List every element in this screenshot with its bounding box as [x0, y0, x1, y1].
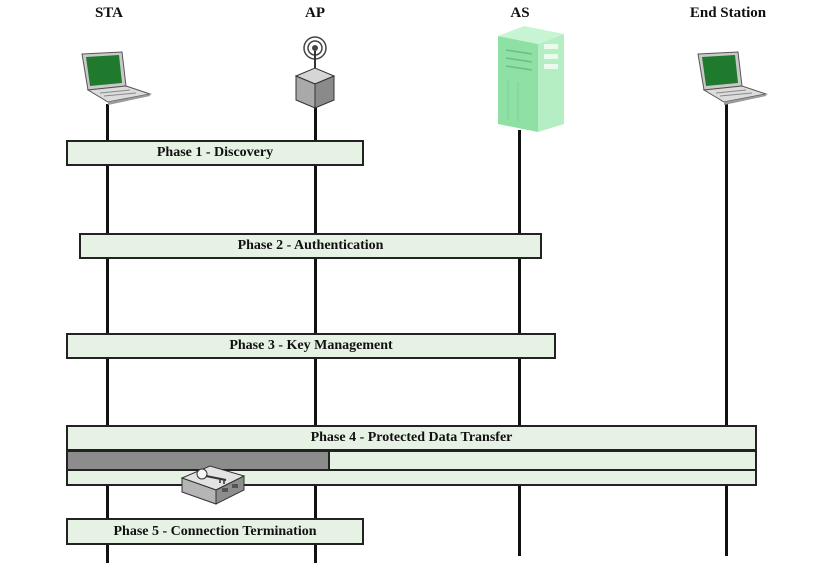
key-device-icon: [180, 465, 246, 505]
lifeline-end-station: [725, 104, 728, 556]
phase-4-protected-data-transfer: Phase 4 - Protected Data Transfer: [66, 425, 757, 451]
server-icon: [498, 26, 564, 132]
phase-4-lower-bar: [66, 469, 757, 486]
entity-label-end-station: End Station: [689, 5, 767, 21]
phase-2-authentication: Phase 2 - Authentication: [79, 233, 542, 259]
laptop-icon: [697, 51, 768, 105]
phase-3-key-management: Phase 3 - Key Management: [66, 333, 556, 359]
entity-label-sta: STA: [94, 5, 124, 21]
phase-1-discovery: Phase 1 - Discovery: [66, 140, 364, 166]
entity-label-as: AS: [510, 5, 530, 21]
laptop-icon: [81, 51, 152, 105]
entity-label-ap: AP: [305, 5, 325, 21]
access-point-icon: [294, 36, 336, 109]
phase-5-connection-termination: Phase 5 - Connection Termination: [66, 518, 364, 545]
